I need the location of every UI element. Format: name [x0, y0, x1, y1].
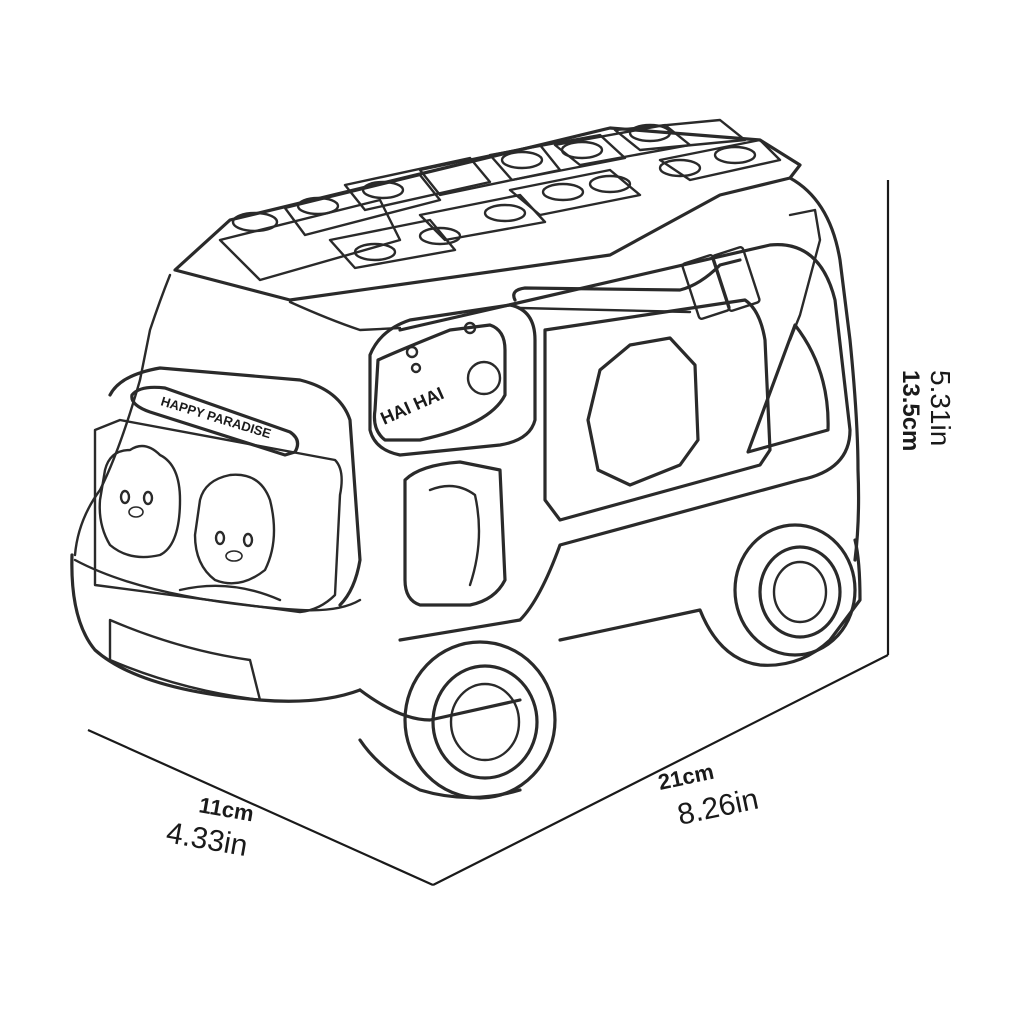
bear-character-left	[98, 444, 182, 559]
roof-xylophone	[218, 118, 782, 282]
dimension-labels: 13.5cm 5.31in 21cm 8.26in 11cm 4.33in	[164, 370, 956, 863]
happy-paradise-sign: HAPPY PARADISE	[130, 385, 300, 457]
wheels	[358, 523, 857, 800]
width-metric-label: 11cm	[197, 792, 256, 826]
length-dimension-line	[432, 654, 889, 886]
cat-face-icon	[466, 360, 502, 396]
length-metric-label: 21cm	[656, 759, 716, 795]
badge-text: HAI HAI	[377, 383, 446, 429]
bus-body	[70, 126, 862, 722]
length-imperial-label: 8.26in	[675, 783, 762, 832]
bear-character-middle	[193, 473, 276, 585]
dimension-lines	[87, 180, 890, 887]
front-windshield	[93, 418, 343, 614]
height-metric-label: 13.5cm	[897, 370, 924, 451]
mallet-handle	[512, 208, 822, 342]
height-imperial-label: 5.31in	[925, 370, 956, 446]
rear-wheel	[733, 523, 857, 657]
width-dimension-line	[87, 728, 434, 887]
hai-hai-badge: HAI HAI	[372, 321, 507, 442]
side-windows	[368, 298, 830, 607]
front-wheel	[358, 640, 557, 800]
